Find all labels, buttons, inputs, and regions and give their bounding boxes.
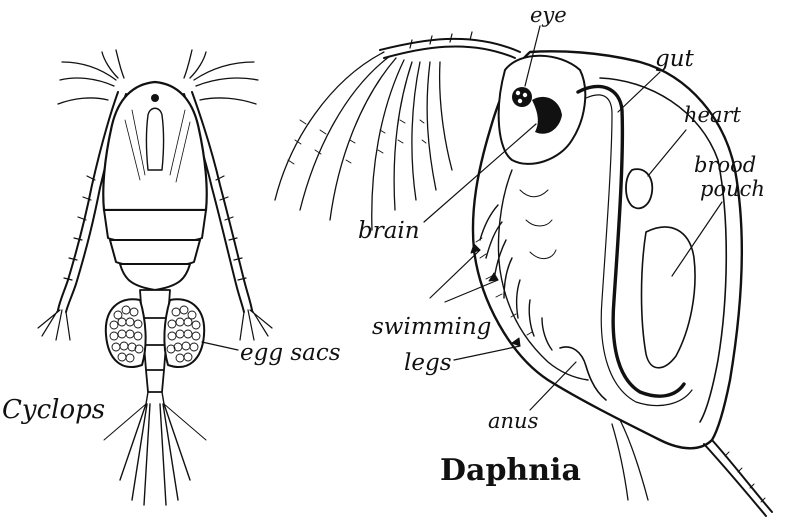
leader-legs <box>454 346 520 360</box>
daphnia-eye <box>512 87 532 107</box>
cyclops-thorax-segment <box>110 240 200 267</box>
cyclops-egg-sac-left <box>106 299 146 367</box>
cyclops-tail-setae <box>104 392 206 505</box>
label-brood-1: brood <box>694 153 756 177</box>
label-swimming: swimming <box>372 314 491 340</box>
daphnia-tail-spine <box>704 440 772 516</box>
cyclops-thorax-segment <box>120 264 190 290</box>
label-cyclops-name: Cyclops <box>2 395 105 425</box>
label-anus: anus <box>488 409 539 433</box>
label-eye: eye <box>530 3 567 27</box>
label-daphnia-name: Daphnia <box>440 453 581 488</box>
label-heart: heart <box>684 103 742 127</box>
label-egg-sacs: egg sacs <box>240 340 341 366</box>
cyclops-egg-sac-right <box>164 299 204 367</box>
label-legs: legs <box>404 350 452 376</box>
leader-egg-sacs <box>202 342 238 350</box>
cyclops-drawing <box>38 50 272 505</box>
cyclops-eye <box>151 94 159 102</box>
label-gut: gut <box>655 46 695 72</box>
label-brood-2: pouch <box>700 177 765 201</box>
label-brain: brain <box>358 218 420 244</box>
cyclops-thorax-segment <box>104 210 206 243</box>
